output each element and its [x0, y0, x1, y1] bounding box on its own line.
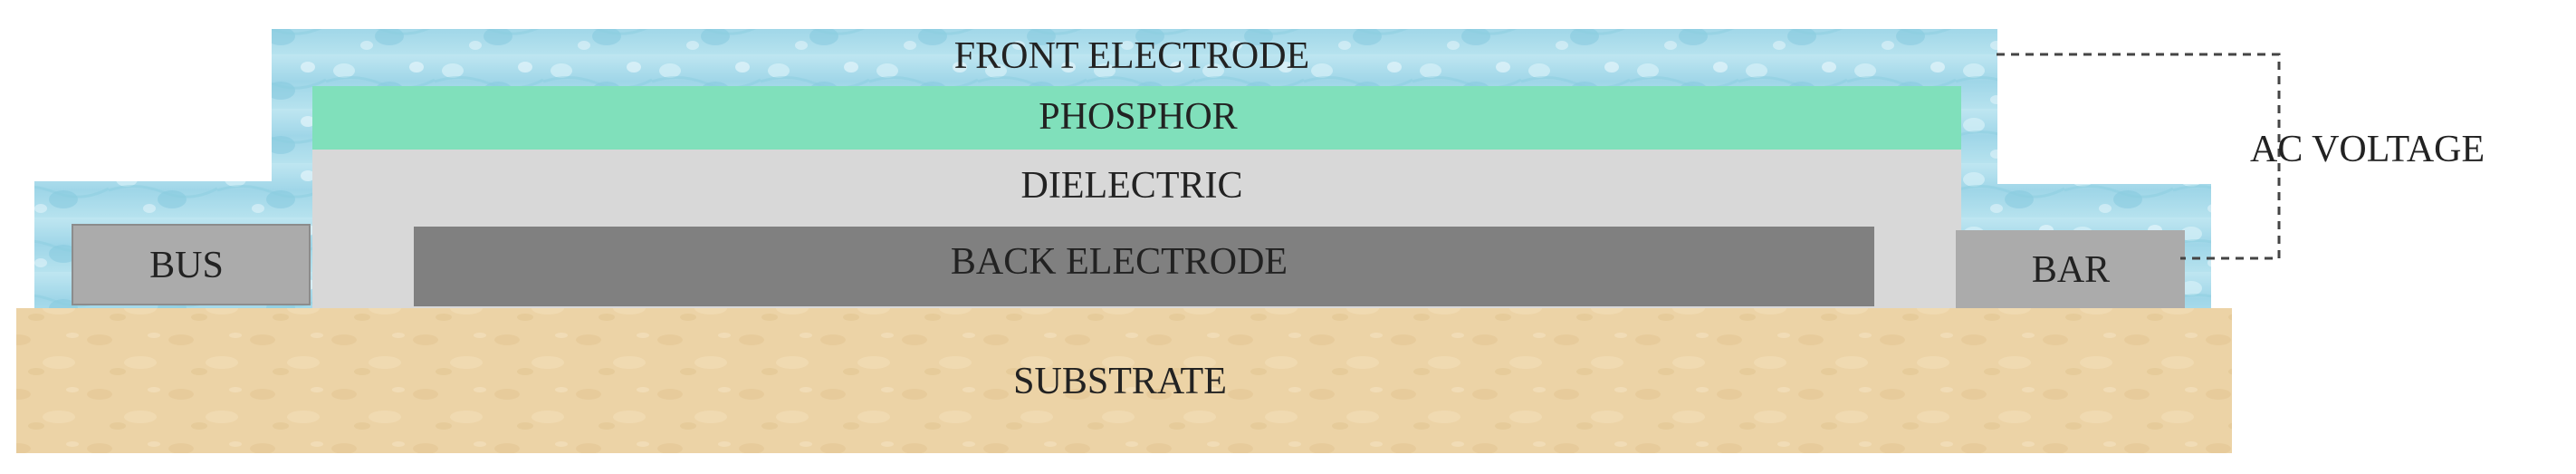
- phosphor-label: PHOSPHOR: [1039, 96, 1237, 138]
- dielectric-label: DIELECTRIC: [1021, 165, 1243, 207]
- back-electrode-layer: [414, 227, 1874, 306]
- ac-voltage-label: AC VOLTAGE: [2250, 129, 2485, 170]
- substrate-layer: [16, 308, 2232, 453]
- substrate-label: SUBSTRATE: [1013, 361, 1227, 402]
- front-electrode-label: FRONT ELECTRODE: [954, 35, 1309, 77]
- back-electrode-label: BACK ELECTRODE: [951, 241, 1288, 283]
- bus-block: [72, 224, 311, 305]
- bar-block: [1956, 230, 2185, 308]
- ac-voltage-wire: [1997, 53, 2281, 260]
- phosphor-layer: [312, 86, 1961, 150]
- bus-label: BUS: [149, 245, 224, 286]
- bar-label: BAR: [2032, 249, 2110, 291]
